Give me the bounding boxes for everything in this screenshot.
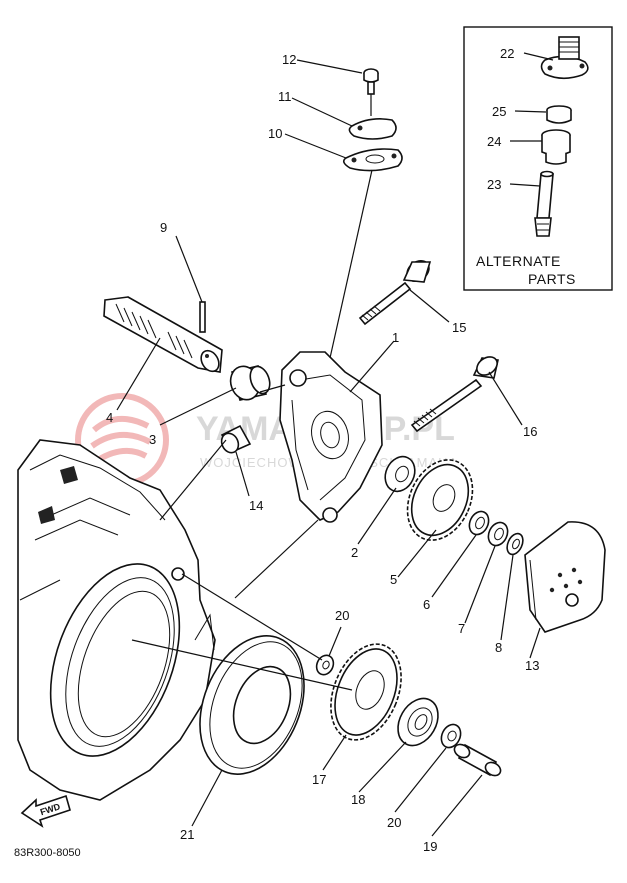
part-17-drawing <box>330 643 402 741</box>
callout-14: 14 <box>249 498 263 513</box>
callout-18: 18 <box>351 792 365 807</box>
callout-1: 1 <box>392 330 399 345</box>
part-15-drawing <box>358 259 432 326</box>
callout-11: 11 <box>278 89 292 104</box>
callout-6: 6 <box>423 597 430 612</box>
part-11-drawing <box>348 118 397 140</box>
callout-16: 16 <box>523 424 537 439</box>
callout-8: 8 <box>495 640 502 655</box>
part-20b-drawing <box>440 723 462 749</box>
callout-23: 23 <box>487 177 501 192</box>
callout-4: 4 <box>106 410 113 425</box>
diagram-code: 83R300-8050 <box>14 847 81 859</box>
callout-7: 7 <box>458 621 465 636</box>
callout-20-lower: 20 <box>387 815 401 830</box>
part-1-drawing <box>279 351 383 523</box>
part-10-drawing <box>342 148 403 172</box>
callout-19: 19 <box>423 839 437 854</box>
part-3-drawing <box>229 365 271 401</box>
inset-label-line1: ALTERNATE <box>476 253 561 269</box>
forward-arrow-icon: FWD <box>20 794 71 828</box>
part-19-drawing <box>453 743 502 777</box>
part-8-drawing <box>506 532 524 556</box>
leader-lines <box>116 59 541 837</box>
part-20a-drawing <box>315 654 335 676</box>
part-18-drawing <box>397 697 439 747</box>
callout-3: 3 <box>149 432 156 447</box>
callout-13: 13 <box>525 658 539 673</box>
part-9-drawing <box>199 301 206 333</box>
crankcase-drawing <box>17 439 216 801</box>
part-25-drawing <box>546 105 572 124</box>
part-6-drawing <box>468 510 490 536</box>
callout-20-upper: 20 <box>335 608 349 623</box>
callout-9: 9 <box>160 220 167 235</box>
part-5-drawing <box>406 459 474 541</box>
callout-5: 5 <box>390 572 397 587</box>
part-22-drawing <box>540 36 589 80</box>
part-2-drawing <box>384 455 416 493</box>
callout-25: 25 <box>492 104 506 119</box>
part-4-drawing <box>103 296 223 373</box>
callouts: 12 11 10 9 15 1 4 3 16 14 2 5 6 7 8 13 2… <box>106 52 539 854</box>
part-23-drawing <box>534 170 554 237</box>
callout-15: 15 <box>452 320 466 335</box>
callout-17: 17 <box>312 772 326 787</box>
callout-10: 10 <box>268 126 282 141</box>
part-21-drawing <box>199 635 305 775</box>
part-12-drawing <box>363 68 379 95</box>
part-24-drawing <box>541 129 571 165</box>
part-14-drawing <box>220 424 252 454</box>
callout-24: 24 <box>487 134 501 149</box>
inset-label-line2: PARTS <box>528 271 576 287</box>
callout-22: 22 <box>500 46 514 61</box>
callout-2: 2 <box>351 545 358 560</box>
part-13-drawing <box>524 521 606 633</box>
alternate-parts-inset: 22 25 24 23 ALTERNATE PARTS <box>463 26 613 291</box>
callout-21: 21 <box>180 827 194 842</box>
part-16-drawing <box>410 356 499 433</box>
part-7-drawing <box>487 521 509 547</box>
callout-12: 12 <box>282 52 296 67</box>
